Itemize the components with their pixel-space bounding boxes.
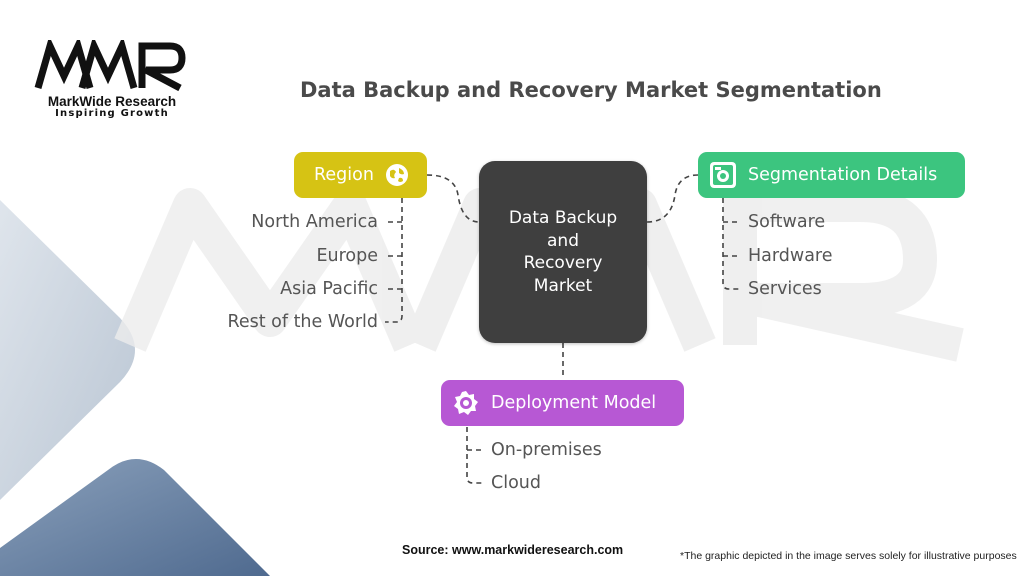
region-label: Region xyxy=(314,165,374,185)
center-line-1: Data Backup xyxy=(508,208,618,228)
region-item: North America xyxy=(251,212,378,232)
source-credit: Source: www.markwideresearch.com xyxy=(402,543,624,557)
brand-tagline: Inspiring Growth xyxy=(55,108,169,119)
center-line-2: and xyxy=(547,230,579,251)
connector-region xyxy=(426,174,480,223)
decor-diamond-light xyxy=(0,200,135,500)
brand-name: MarkWide Research xyxy=(47,94,177,109)
brand-logo: MarkWide Research Inspiring Growth xyxy=(32,36,192,124)
connector-deployment-items xyxy=(466,427,484,484)
center-line-4: Market xyxy=(533,275,593,296)
deployment-item: On-premises xyxy=(491,440,602,460)
region-item: Europe xyxy=(316,246,378,266)
dashboard-icon xyxy=(708,160,738,190)
segmentation-item: Software xyxy=(748,212,826,232)
globe-icon xyxy=(382,160,412,190)
logo-mark xyxy=(34,36,186,92)
connector-segmentation-items xyxy=(722,198,740,290)
deployment-node: Deployment Model xyxy=(441,380,684,426)
decor-diamond-dark xyxy=(0,459,270,576)
connector-segmentation xyxy=(646,174,699,223)
segmentation-node: Segmentation Details xyxy=(698,152,965,198)
segmentation-label: Segmentation Details xyxy=(748,165,938,185)
deployment-label: Deployment Model xyxy=(491,393,657,413)
center-node-label: Data Backup and Recovery Market xyxy=(493,207,633,297)
disclaimer-note: *The graphic depicted in the image serve… xyxy=(680,550,1017,562)
region-item: Asia Pacific xyxy=(280,279,378,299)
segmentation-item: Hardware xyxy=(748,246,833,266)
center-node: Data Backup and Recovery Market xyxy=(479,161,647,343)
connector-region-items xyxy=(385,198,403,323)
segmentation-item: Services xyxy=(748,279,822,299)
page-title: Data Backup and Recovery Market Segmenta… xyxy=(300,78,882,102)
deployment-item: Cloud xyxy=(491,473,541,493)
badge-icon xyxy=(451,388,481,418)
region-node: Region xyxy=(294,152,427,198)
region-item: Rest of the World xyxy=(227,312,378,332)
center-line-3: Recovery xyxy=(523,253,603,273)
